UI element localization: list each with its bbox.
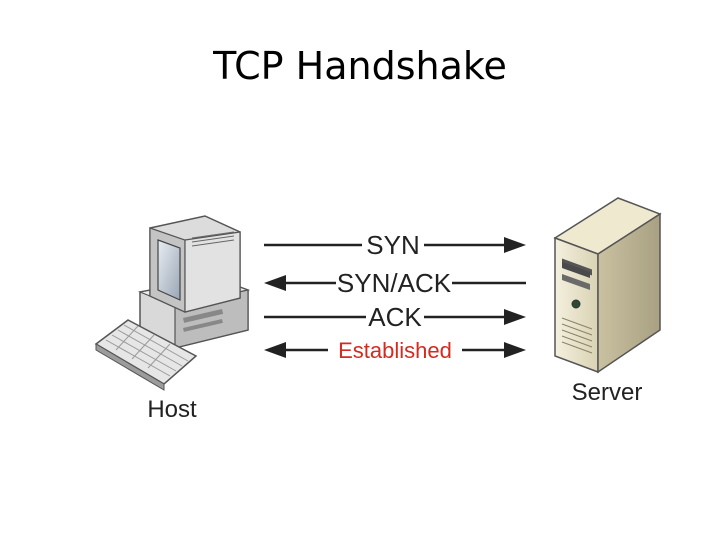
- ack-arrow: ACK: [264, 302, 526, 332]
- syn-ack-arrow: SYN/ACK: [264, 268, 526, 298]
- host-label: Host: [147, 396, 197, 423]
- tower-server-icon: [555, 198, 660, 372]
- ack-label: ACK: [368, 302, 422, 332]
- desktop-computer-icon: [96, 216, 248, 390]
- established-label: Established: [338, 338, 452, 363]
- message-arrows: SYN SYN/ACK ACK Established: [264, 230, 526, 363]
- syn-label: SYN: [366, 230, 419, 260]
- syn-arrow: SYN: [264, 230, 526, 260]
- server-label: Server: [572, 379, 643, 406]
- established-arrow: Established: [264, 338, 526, 363]
- syn-ack-label: SYN/ACK: [337, 268, 452, 298]
